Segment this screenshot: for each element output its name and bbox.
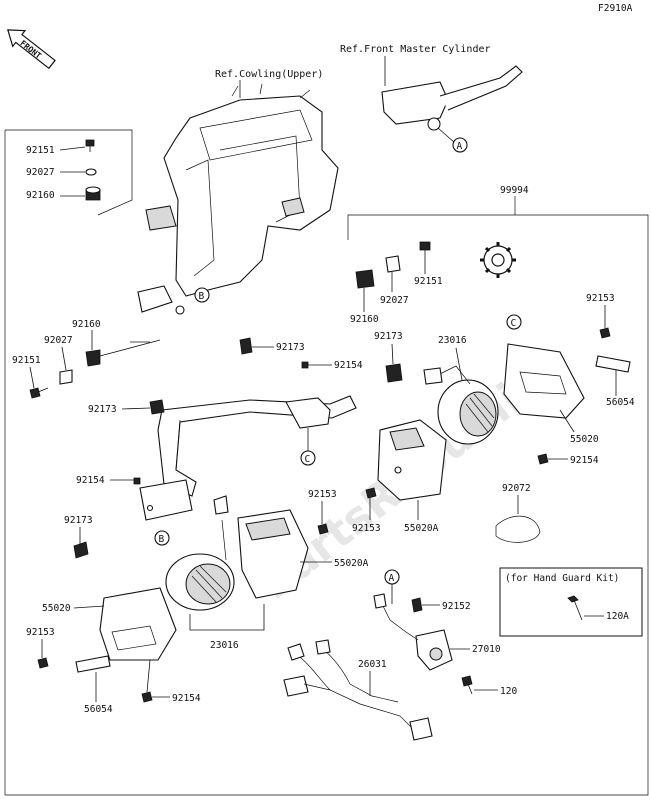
bolt-92151-right: [419, 241, 431, 262]
washer-92027-right: [385, 255, 401, 273]
label-92027-b: 92027: [44, 335, 73, 346]
label-92154-c: 92154: [334, 360, 363, 371]
ref-front-master-cylinder: Ref.Front Master Cylinder: [340, 44, 491, 55]
label-92153-d: 92153: [352, 523, 381, 534]
led-light-23016-right: [423, 365, 499, 445]
housing-55020A-left: [237, 509, 309, 599]
label-92072: 92072: [502, 483, 531, 494]
led-light-23016-left: [165, 495, 235, 611]
label-23016-a: 23016: [210, 640, 239, 651]
cowling-upper-frame: [137, 83, 339, 315]
bolt-120A: [567, 595, 583, 621]
label-92153-b: 92153: [308, 489, 337, 500]
bolt-120: [461, 675, 473, 695]
svg-text:B: B: [159, 534, 165, 545]
label-27010: 27010: [472, 644, 501, 655]
label-92027-c: 92027: [380, 295, 409, 306]
bolt-92153-c: [599, 327, 611, 339]
label-92153-c: 92153: [586, 293, 615, 304]
bolt-92154-a: [133, 477, 141, 485]
label-92173-a: 92173: [88, 404, 117, 415]
label-55020-b: 55020: [570, 434, 599, 445]
bolt-92151-top: [85, 139, 95, 152]
callout-a-top: A: [452, 137, 468, 153]
grommet-92160-top: [85, 186, 101, 201]
label-26031: 26031: [358, 659, 387, 670]
housing-55020A-right: [377, 419, 447, 501]
bracket-left: [139, 479, 193, 521]
label-120A: 120A: [606, 611, 629, 622]
label-92173-b: 92173: [64, 515, 93, 526]
svg-text:B: B: [199, 291, 205, 302]
label-92027-a: 92027: [26, 167, 55, 178]
frame-group-boundary: [4, 129, 649, 796]
label-92153-a: 92153: [26, 627, 55, 638]
callout-b-frame: B: [194, 287, 210, 303]
callout-b-left: B: [154, 530, 170, 546]
label-92160-a: 92160: [26, 190, 55, 201]
cable-tie-92072: [495, 515, 541, 543]
bolt-92153-a: [37, 657, 49, 669]
hand-guard-kit-box: (for Hand Guard Kit) 120A: [499, 567, 643, 637]
svg-text:C: C: [305, 454, 311, 465]
label-92160-c: 92160: [350, 314, 379, 325]
label-55020A-b: 55020A: [404, 523, 439, 534]
label-99994: 99994: [500, 185, 529, 196]
bolt-92154-c: [301, 361, 309, 369]
nut-92173-d: [385, 363, 403, 383]
service-gear-icon: [480, 242, 516, 278]
label-92154-a: 92154: [76, 475, 105, 486]
housing-55020-right: [503, 343, 585, 419]
label-55020A-a: 55020A: [334, 558, 369, 569]
callout-c-center: C: [300, 450, 316, 466]
label-92151-a: 92151: [26, 145, 55, 156]
label-55020-a: 55020: [42, 603, 71, 614]
reflector-56054-left: [75, 655, 111, 673]
ref-cowling-upper: Ref.Cowling(Upper): [215, 69, 323, 80]
label-56054-a: 56054: [84, 704, 113, 715]
front-arrow-icon: FRONT: [7, 29, 56, 70]
label-92151-c: 92151: [414, 276, 443, 287]
bolt-92153-d: [365, 487, 377, 499]
screw-92152: [411, 597, 423, 613]
bolt-92151-left: [29, 387, 49, 399]
label-92160-b: 92160: [72, 319, 101, 330]
nut-92173-b: [73, 541, 89, 559]
figure-code: F2910A: [598, 3, 633, 14]
reflector-56054-right: [595, 355, 631, 373]
label-56054-b: 56054: [606, 397, 635, 408]
label-23016-b: 23016: [438, 335, 467, 346]
bracket-right: [285, 397, 331, 429]
switch-27010: [373, 593, 453, 671]
svg-text:A: A: [457, 141, 463, 152]
label-92173-d: 92173: [374, 331, 403, 342]
bolt-92154-b: [141, 691, 153, 703]
nut-92173-c: [239, 337, 253, 355]
svg-text:C: C: [511, 318, 517, 329]
label-92151-b: 92151: [12, 355, 41, 366]
washer-92027-left: [59, 369, 73, 385]
label-92154-d: 92154: [570, 455, 599, 466]
bolt-92154-d: [537, 453, 549, 465]
label-92152: 92152: [442, 601, 471, 612]
grommet-92160-left: [85, 349, 101, 367]
front-master-cylinder: [381, 65, 523, 144]
wire-harness-26031: [283, 639, 433, 741]
label-92173-c: 92173: [276, 342, 305, 353]
svg-text:A: A: [389, 573, 395, 584]
callout-a-bottom: A: [384, 569, 400, 585]
nut-92173-a: [149, 399, 165, 415]
label-120: 120: [500, 686, 517, 697]
callout-c-right: C: [506, 314, 522, 330]
grommet-92160-right: [355, 269, 375, 289]
bolt-92153-b: [317, 523, 329, 535]
label-92154-b: 92154: [172, 693, 201, 704]
hand-guard-kit-note: (for Hand Guard Kit): [505, 573, 619, 584]
housing-55020-left: [99, 587, 177, 661]
washer-92027-top: [85, 168, 97, 176]
